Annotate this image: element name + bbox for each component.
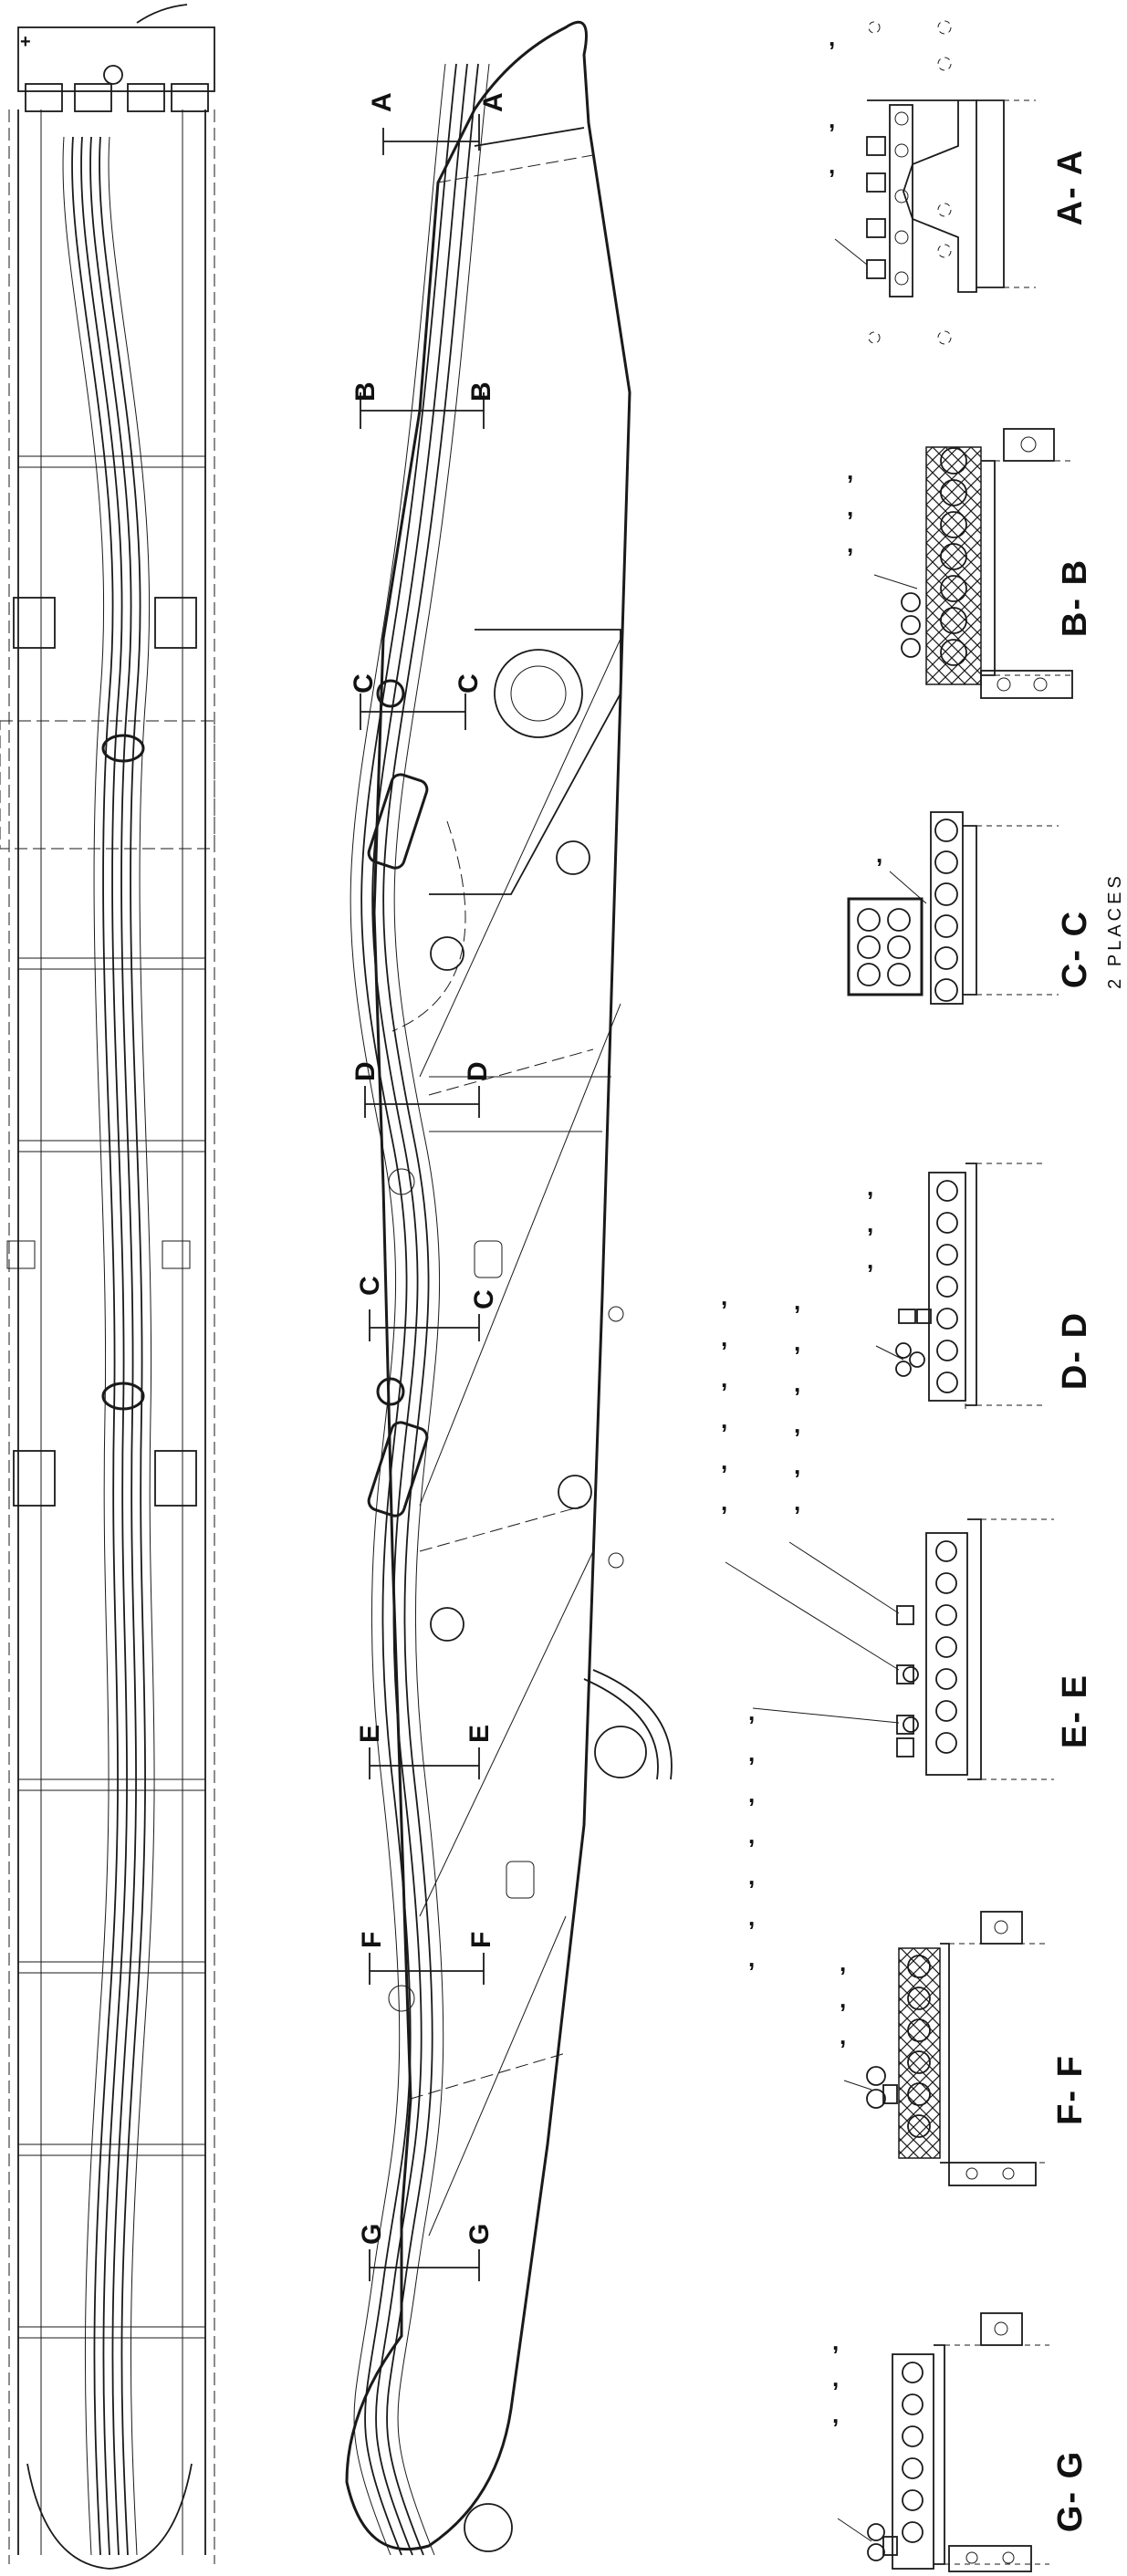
marker-g-label-1: G (357, 2224, 387, 2245)
section-marker-b: B B (350, 381, 496, 429)
marker-d-label-1: D (350, 1061, 381, 1081)
callout-mark: , (721, 1488, 727, 1516)
callout-mark: , (748, 1945, 755, 1972)
callout-mark: , (876, 840, 882, 868)
section-marker-g: G G (357, 2224, 495, 2281)
svg-text:+: + (20, 32, 31, 52)
section-view-cc: C- C 2 PLACES (847, 811, 1125, 1005)
section-view-gg: G- G (837, 2312, 1090, 2572)
callout-mark: , (748, 1698, 755, 1726)
callout-mark: , (840, 2022, 846, 2049)
callout-mark: , (832, 2364, 839, 2392)
callout-mark: , (748, 1780, 755, 1808)
callout-mark: , (794, 1411, 800, 1438)
marker-b-label-1: B (350, 381, 381, 402)
marker-g-label-2: G (464, 2224, 495, 2245)
callout-mark: , (794, 1370, 800, 1397)
callout-mark: , (721, 1447, 727, 1475)
callout-mark: , (847, 494, 853, 521)
top-fitting-block (17, 26, 215, 92)
section-title-ff: F- F (1051, 2054, 1090, 2125)
callout-mark: , (840, 1949, 846, 1976)
marker-c2-label-1: C (355, 1276, 385, 1296)
callout-mark: , (748, 1862, 755, 1890)
section-marker-f: F F (357, 1932, 496, 1985)
callout-marks: , , , , , , , , , , , , , , , , , , , , … (721, 24, 882, 2428)
section-view-dd: D- D (875, 1163, 1094, 1410)
boom-top-view: + (0, 4, 215, 2570)
section-title-gg: G- G (1051, 2450, 1090, 2532)
callout-mark: , (794, 1329, 800, 1356)
callout-mark: , (847, 457, 853, 485)
callout-mark: , (832, 2328, 839, 2355)
marker-a-label-2: A (478, 92, 508, 112)
callout-mark: , (748, 1739, 755, 1767)
callout-mark: , (832, 2401, 839, 2428)
callout-mark: , (829, 24, 835, 51)
callout-mark: , (721, 1365, 727, 1392)
marker-c1-label-2: C (454, 673, 484, 694)
marker-e-label-2: E (464, 1725, 495, 1743)
section-title-bb: B- B (1056, 558, 1094, 637)
marker-a-label-1: A (367, 92, 397, 112)
marker-f-label-1: F (357, 1932, 387, 1948)
marker-f-label-2: F (466, 1932, 496, 1948)
callout-mark: , (748, 1821, 755, 1849)
callout-mark: , (867, 1210, 873, 1237)
marker-d-label-2: D (463, 1061, 493, 1081)
section-marker-c-upper: C C (349, 673, 484, 730)
section-marker-e: E E (355, 1725, 495, 1779)
section-title-dd: D- D (1056, 1311, 1094, 1390)
callout-mark: , (721, 1324, 727, 1351)
marker-c2-label-2: C (469, 1289, 499, 1309)
callout-mark: , (829, 151, 835, 179)
callout-mark: , (794, 1488, 800, 1516)
callout-mark: , (748, 1903, 755, 1931)
callout-mark: , (721, 1283, 727, 1310)
callout-mark: , (794, 1452, 800, 1479)
section-view-bb: B- B (873, 428, 1094, 699)
callout-mark: , (867, 1173, 873, 1201)
section-title-cc: C- C (1056, 910, 1094, 988)
section-marker-a: A A (367, 92, 508, 155)
section-marker-d: D D (350, 1061, 493, 1118)
section-markers: A A B B C C D D C C (349, 92, 508, 2281)
callout-mark: , (840, 1986, 846, 2013)
section-note-cc: 2 PLACES (1105, 872, 1125, 989)
boom-side-view (345, 20, 673, 2556)
section-view-aa: A- A (834, 20, 1090, 345)
section-view-ee: E- E (725, 1518, 1094, 1780)
marker-e-label-1: E (355, 1725, 385, 1743)
marker-b-label-2: B (466, 381, 496, 402)
section-view-ff: F- F (843, 1911, 1090, 2186)
section-marker-c-lower: C C (355, 1276, 499, 1341)
marker-c1-label-1: C (349, 673, 379, 694)
callout-mark: , (721, 1406, 727, 1434)
callout-mark: , (829, 106, 835, 133)
callout-mark: , (794, 1288, 800, 1315)
callout-mark: , (847, 530, 853, 558)
callout-mark: , (867, 1246, 873, 1274)
section-title-ee: E- E (1056, 1674, 1094, 1748)
section-title-aa: A- A (1051, 149, 1090, 226)
